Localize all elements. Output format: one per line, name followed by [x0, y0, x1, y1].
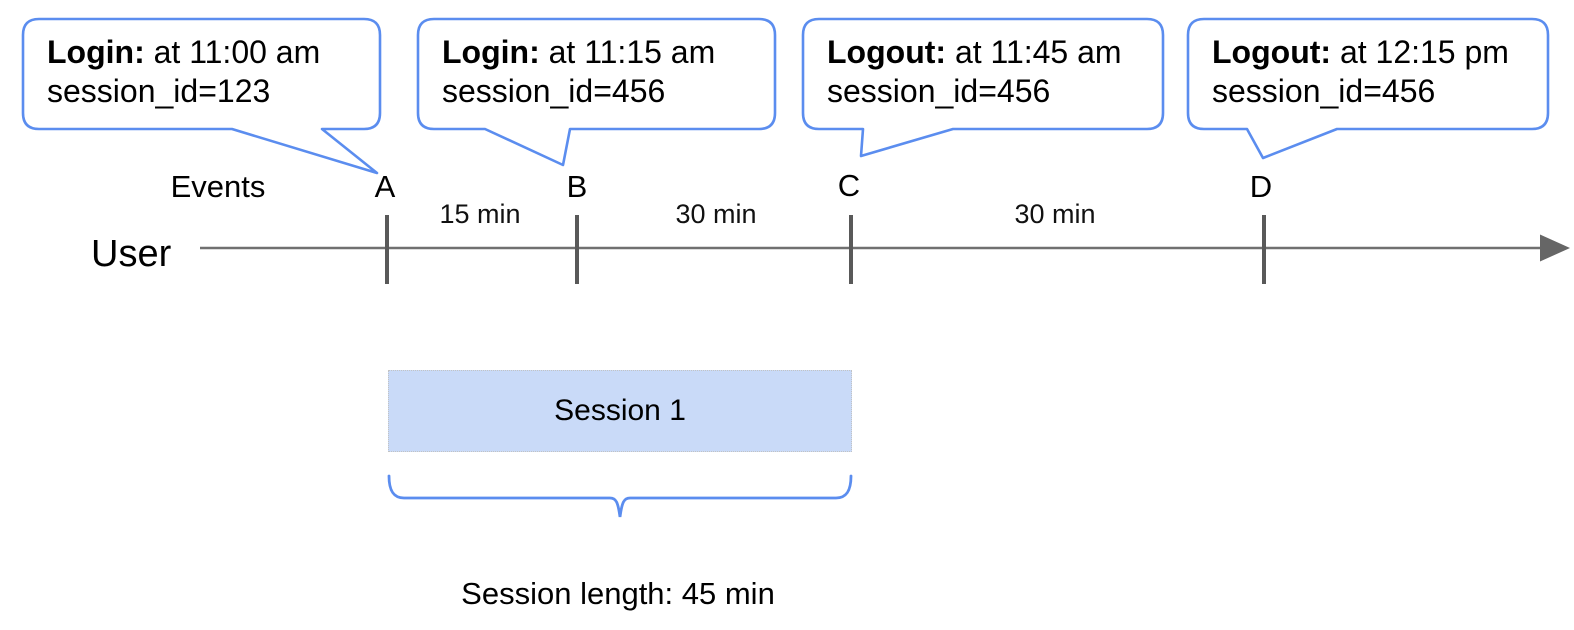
callout-bubble-text-a: Login: at 11:00 am session_id=123: [47, 33, 387, 111]
interval-label-bc: 30 min: [675, 199, 757, 229]
interval-label-cd: 30 min: [1014, 199, 1096, 229]
callout-bubble-shape-a: [21, 17, 382, 175]
timeline-arrowhead-icon: [1540, 234, 1570, 262]
tick-label-a: A: [374, 169, 396, 204]
bubble-line-event: Login: at 11:15 am: [442, 33, 782, 72]
session-length-label: Session length: 45 min: [461, 576, 775, 611]
bubble-line-event: Logout: at 12:15 pm: [1212, 33, 1552, 72]
bubble-event-time: at 11:00 am: [144, 34, 321, 70]
bubble-event-type: Logout:: [1212, 34, 1332, 70]
events-label: Events: [170, 169, 266, 204]
session-box-label: Session 1: [554, 394, 686, 427]
bubble-line-session-id: session_id=456: [1212, 73, 1436, 109]
callout-bubble-shape-d: [1186, 17, 1550, 160]
tick-label-d: D: [1249, 169, 1273, 204]
interval-label-ab: 15 min: [439, 199, 521, 229]
session-brace: [387, 474, 853, 518]
bubble-line-event: Login: at 11:00 am: [47, 33, 387, 72]
bubble-line-event: Logout: at 11:45 am: [827, 33, 1167, 72]
callout-bubble-shape-c: [801, 17, 1165, 158]
bubble-line-session-id: session_id=456: [442, 73, 666, 109]
callout-bubble-text-c: Logout: at 11:45 am session_id=456: [827, 33, 1167, 111]
tick-label-c: C: [837, 168, 861, 203]
callout-bubble-text-d: Logout: at 12:15 pm session_id=456: [1212, 33, 1552, 111]
callout-bubble-shape-b: [416, 17, 777, 167]
bubble-line-session-id: session_id=123: [47, 73, 271, 109]
tick-label-b: B: [566, 169, 588, 204]
bubble-event-type: Login:: [47, 34, 145, 70]
bubble-event-time: at 12:15 pm: [1331, 34, 1509, 70]
bubble-event-time: at 11:15 am: [539, 34, 716, 70]
callout-bubble-text-b: Login: at 11:15 am session_id=456: [442, 33, 782, 111]
bubble-line-session-id: session_id=456: [827, 73, 1051, 109]
bubble-event-time: at 11:45 am: [946, 34, 1122, 70]
user-label: User: [91, 233, 172, 275]
bubble-event-type: Logout:: [827, 34, 947, 70]
bubble-event-type: Login:: [442, 34, 540, 70]
session-box: Session 1: [388, 370, 852, 452]
